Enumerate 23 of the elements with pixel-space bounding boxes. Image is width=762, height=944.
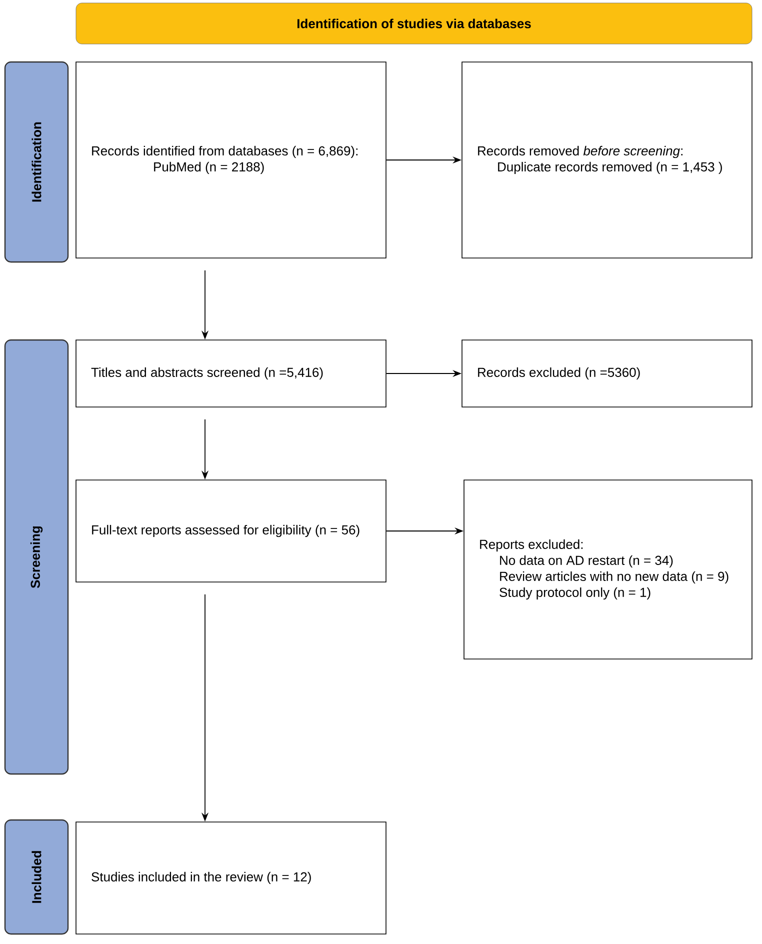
process-box <box>76 822 386 934</box>
box-text: Studies included in the review (n = 12) <box>92 872 311 884</box>
box-text: Review articles with no new data (n = 9) <box>500 571 728 584</box>
process-box <box>462 62 752 258</box>
box-text: Study protocol only (n = 1) <box>500 587 650 600</box>
box-text: Duplicate records removed (n = 1,453 ) <box>498 162 722 174</box>
phase-label: Screening <box>4 339 69 775</box>
process-box <box>464 480 752 660</box>
process-box <box>76 62 386 258</box>
process-box <box>462 340 752 408</box>
box-text: No data on AD restart (n = 34) <box>500 555 673 568</box>
box-text: Reports excluded: <box>480 539 583 552</box>
phase-label: Included <box>4 819 69 935</box>
header-band: Identification of studies via databases <box>76 2 752 44</box>
box-text: Titles and abstracts screened (n =5,416) <box>91 367 323 380</box>
phase-label: Identification <box>4 61 69 263</box>
box-text: Records removed before screening: <box>478 146 682 158</box>
box-text: Full-text reports assessed for eligibility (n = 56) <box>92 524 360 538</box>
box-text: Records identified from databases (n = 6,869): <box>92 146 358 158</box>
box-text: PubMed (n = 2188) <box>154 162 264 174</box>
box-text: Records excluded (n =5360) <box>478 367 640 380</box>
process-box <box>76 480 386 582</box>
process-box <box>76 340 386 408</box>
